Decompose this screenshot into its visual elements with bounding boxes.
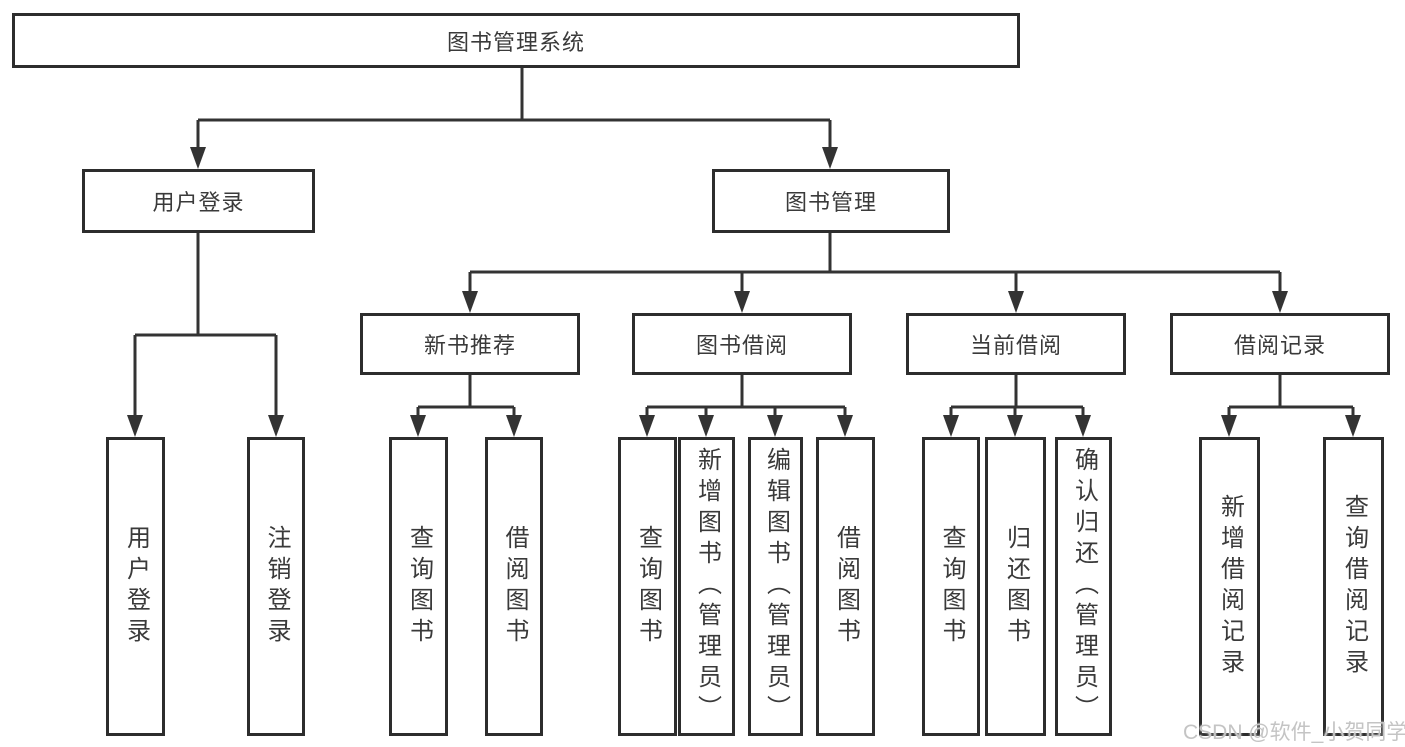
node-current-borrowing: 当前借阅 (906, 313, 1126, 375)
node-borrow-books-recommend: 借阅图书 (485, 437, 543, 736)
arrow-down-icon (410, 415, 426, 437)
node-query-books-current: 查询图书 (922, 437, 980, 736)
node-borrow-records: 借阅记录 (1170, 313, 1390, 375)
csdn-watermark: CSDN @软件_小贺同学 (1183, 721, 1405, 744)
arrow-down-icon (822, 147, 838, 169)
node-book-borrowing: 图书借阅 (632, 313, 852, 375)
arrow-down-icon (1008, 291, 1024, 313)
node-logout: 注销登录 (247, 437, 305, 736)
node-borrow-books-leaf: 借阅图书 (816, 437, 875, 736)
arrow-down-icon (698, 415, 714, 437)
arrow-down-icon (767, 415, 783, 437)
connector-lines (133, 68, 1355, 421)
arrow-down-icon (268, 415, 284, 437)
node-query-borrow-record: 查询借阅记录 (1323, 437, 1384, 736)
arrow-down-icon (462, 291, 478, 313)
arrow-down-icon (734, 291, 750, 313)
arrow-down-icon (127, 415, 143, 437)
node-edit-book-admin: 编辑图书（管理员） (748, 437, 803, 736)
arrow-down-icon (1221, 415, 1237, 437)
arrow-down-icon (506, 415, 522, 437)
node-root: 图书管理系统 (12, 13, 1020, 68)
node-user-login: 用户登录 (82, 169, 315, 233)
node-new-book-recommend: 新书推荐 (360, 313, 580, 375)
node-return-book: 归还图书 (985, 437, 1046, 736)
arrow-down-icon (943, 415, 959, 437)
arrow-down-icon (837, 415, 853, 437)
arrow-down-icon (1272, 291, 1288, 313)
arrow-down-icon (1345, 415, 1361, 437)
node-query-books-recommend: 查询图书 (389, 437, 448, 736)
arrow-down-icon (639, 415, 655, 437)
arrow-down-icon (1075, 415, 1091, 437)
node-book-management: 图书管理 (712, 169, 950, 233)
node-confirm-return-admin: 确认归还（管理员） (1055, 437, 1112, 736)
node-add-book-admin: 新增图书（管理员） (678, 437, 735, 736)
arrow-down-icon (1007, 415, 1023, 437)
node-user-login-leaf: 用户登录 (106, 437, 165, 736)
node-add-borrow-record: 新增借阅记录 (1199, 437, 1260, 736)
node-query-books-borrowing: 查询图书 (618, 437, 677, 736)
arrow-down-icon (190, 147, 206, 169)
arrowheads (127, 147, 1361, 437)
